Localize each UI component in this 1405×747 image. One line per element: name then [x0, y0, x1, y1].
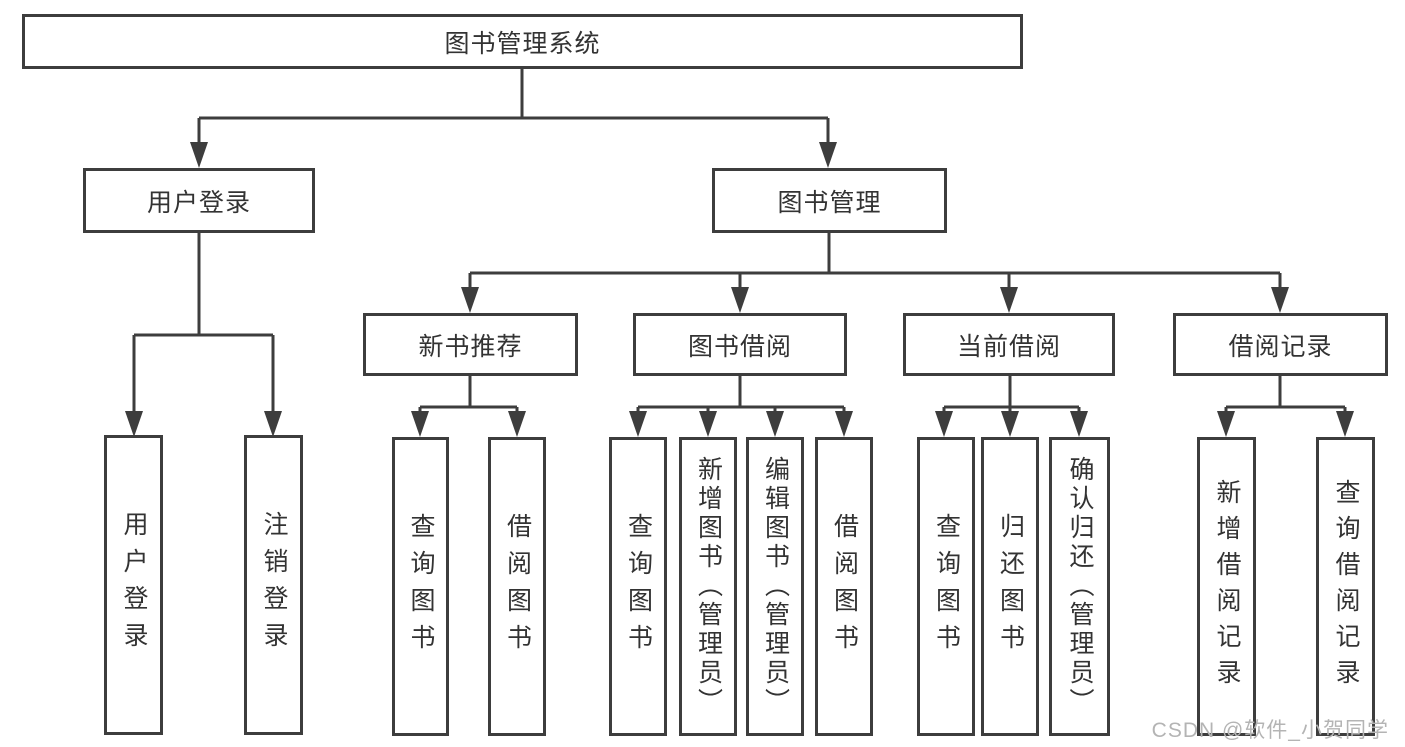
leaf-query-books-2-label: 查询图书	[624, 512, 653, 661]
node-new-book-recommend-label: 新书推荐	[418, 332, 523, 361]
leaf-borrow-books-1: 借阅图书	[488, 437, 546, 736]
leaf-query-books-1: 查询图书	[392, 437, 449, 736]
edge-borrow-to-leaves	[636, 376, 846, 421]
node-new-book-recommend: 新书推荐	[363, 313, 578, 376]
leaf-query-borrow-record-label: 查询借阅记录	[1332, 478, 1360, 695]
leaf-query-books-3-label: 查询图书	[932, 512, 961, 661]
leaf-borrow-books-2: 借阅图书	[815, 437, 873, 736]
leaf-logout: 注销登录	[244, 435, 303, 735]
leaf-return-books: 归还图书	[981, 437, 1039, 736]
node-root-label: 图书管理系统	[444, 29, 601, 58]
leaf-confirm-return-admin: 确认归还（管理员）	[1049, 437, 1110, 736]
node-root: 图书管理系统	[22, 14, 1023, 69]
node-book-borrowing-label: 图书借阅	[687, 332, 792, 361]
leaf-confirm-return-admin-label: 确认归还（管理员）	[1066, 456, 1094, 717]
leaf-user-login-label: 用户登录	[120, 511, 148, 659]
arrowheads	[125, 142, 1354, 437]
leaf-user-login: 用户登录	[104, 435, 163, 735]
node-current-borrowing-label: 当前借阅	[956, 332, 1061, 361]
node-book-management: 图书管理	[712, 168, 947, 233]
csdn-watermark: CSDN @软件_小贺同学	[1151, 719, 1389, 742]
leaf-add-books-admin-label: 新增图书（管理员）	[694, 456, 723, 717]
leaf-logout-label: 注销登录	[260, 511, 288, 659]
edge-mgmt-to-level3	[468, 233, 1282, 295]
leaf-add-books-admin: 新增图书（管理员）	[679, 437, 737, 736]
edge-records-to-leaves	[1224, 376, 1347, 421]
leaf-borrow-books-1-label: 借阅图书	[503, 512, 532, 661]
node-borrowing-records-label: 借阅记录	[1228, 332, 1333, 361]
node-book-management-label: 图书管理	[777, 188, 882, 217]
leaf-return-books-label: 归还图书	[996, 512, 1025, 661]
leaf-borrow-books-2-label: 借阅图书	[830, 512, 859, 661]
leaf-query-books-2: 查询图书	[609, 437, 667, 736]
edge-login-to-leaves	[132, 233, 275, 419]
leaf-add-borrow-record-label: 新增借阅记录	[1213, 478, 1241, 695]
leaf-add-borrow-record: 新增借阅记录	[1197, 437, 1256, 736]
edge-newrec-to-leaves	[418, 376, 519, 421]
leaf-query-books-3: 查询图书	[917, 437, 975, 736]
node-borrowing-records: 借阅记录	[1173, 313, 1388, 376]
edge-root-to-level2	[197, 69, 830, 150]
node-user-login: 用户登录	[83, 168, 315, 233]
leaf-edit-books-admin-label: 编辑图书（管理员）	[761, 456, 790, 717]
node-current-borrowing: 当前借阅	[903, 313, 1115, 376]
node-user-login-label: 用户登录	[146, 188, 251, 217]
leaf-query-borrow-record: 查询借阅记录	[1316, 437, 1375, 736]
leaf-edit-books-admin: 编辑图书（管理员）	[746, 437, 804, 736]
leaf-query-books-1-label: 查询图书	[407, 512, 435, 661]
node-book-borrowing: 图书借阅	[633, 313, 847, 376]
